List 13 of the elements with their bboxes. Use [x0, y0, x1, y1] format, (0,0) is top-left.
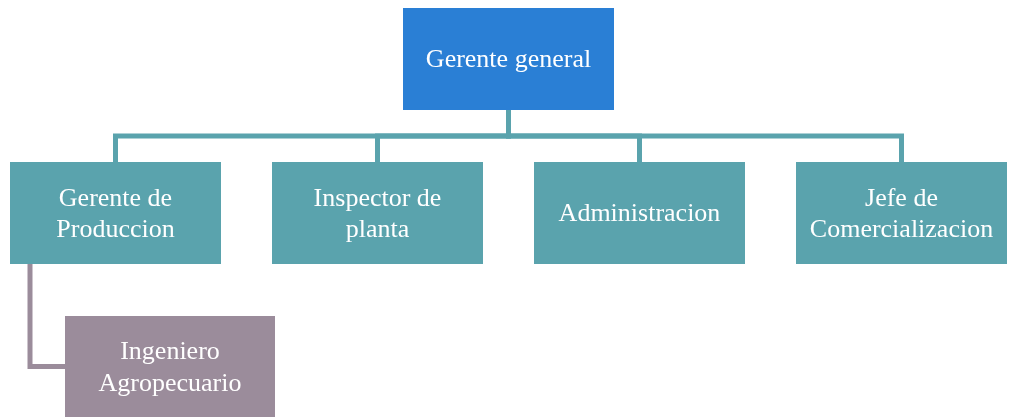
node-label: Administracion	[558, 197, 721, 229]
org-chart-box	[796, 162, 1007, 264]
node-label: Ingeniero Agropecuario	[97, 335, 243, 398]
node-label: Jefe de Comercializacion	[808, 181, 995, 245]
node-label: Inspector de planta	[312, 181, 443, 245]
connector-line	[27, 264, 65, 369]
org-chart-box	[10, 162, 221, 264]
node-label: Gerente de Produccion	[55, 181, 176, 245]
node-label: Gerente general	[425, 43, 592, 75]
org-chart-box	[272, 162, 483, 264]
org-chart-box	[403, 8, 614, 110]
org-chart-box	[534, 162, 745, 264]
org-chart-box	[65, 316, 275, 417]
